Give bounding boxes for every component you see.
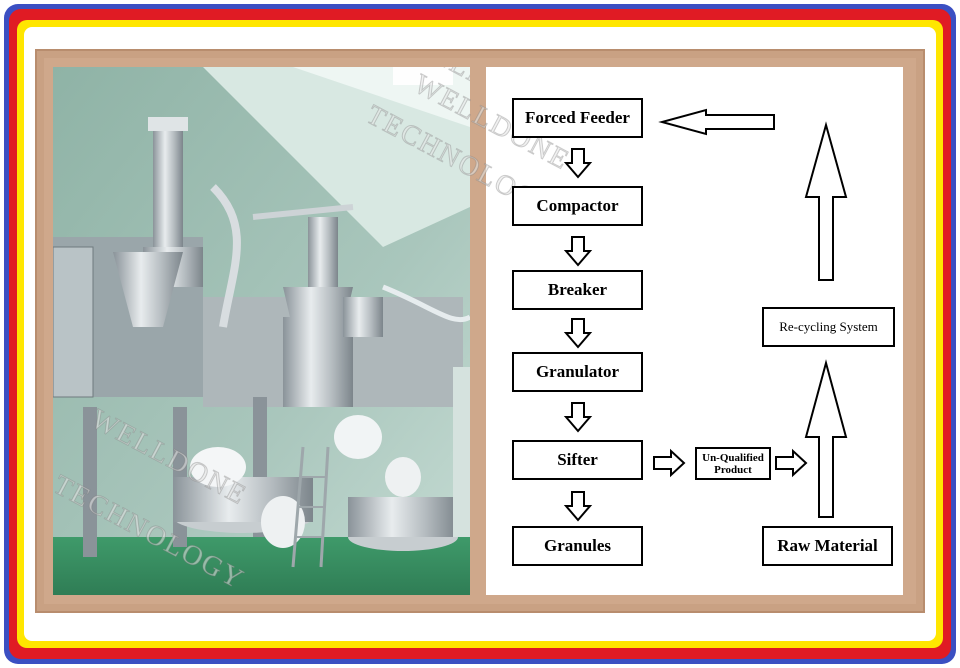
factory-photo: WELLDONE WELLDONE TECHNOLOGY bbox=[53, 67, 470, 595]
down-arrow-5 bbox=[563, 491, 593, 522]
step-sifter: Sifter bbox=[512, 440, 643, 480]
process-flowchart: WELLDONE TECHNOLOGY Forced Feeder Compac… bbox=[361, 67, 903, 595]
right-arrow-to-upflow bbox=[775, 448, 808, 478]
up-arrow-top bbox=[804, 121, 848, 281]
down-arrow-3 bbox=[563, 318, 593, 349]
up-arrow-bottom bbox=[804, 359, 848, 518]
step-granules: Granules bbox=[512, 526, 643, 566]
compactor-machine-illustration bbox=[53, 67, 470, 595]
down-arrow-4 bbox=[563, 402, 593, 433]
step-granulator: Granulator bbox=[512, 352, 643, 392]
recycling-system-box: Re-cycling System bbox=[762, 307, 895, 347]
unqualified-product-box: Un-Qualified Product bbox=[695, 447, 771, 480]
step-forced-feeder: Forced Feeder bbox=[512, 98, 643, 138]
flow-arrows bbox=[563, 108, 848, 522]
step-breaker: Breaker bbox=[512, 270, 643, 310]
right-arrow-to-unqualified bbox=[653, 448, 686, 478]
down-arrow-1 bbox=[563, 148, 593, 179]
left-arrow-feedback bbox=[658, 108, 775, 136]
raw-material-box: Raw Material bbox=[762, 526, 893, 566]
down-arrow-2 bbox=[563, 236, 593, 267]
step-compactor: Compactor bbox=[512, 186, 643, 226]
